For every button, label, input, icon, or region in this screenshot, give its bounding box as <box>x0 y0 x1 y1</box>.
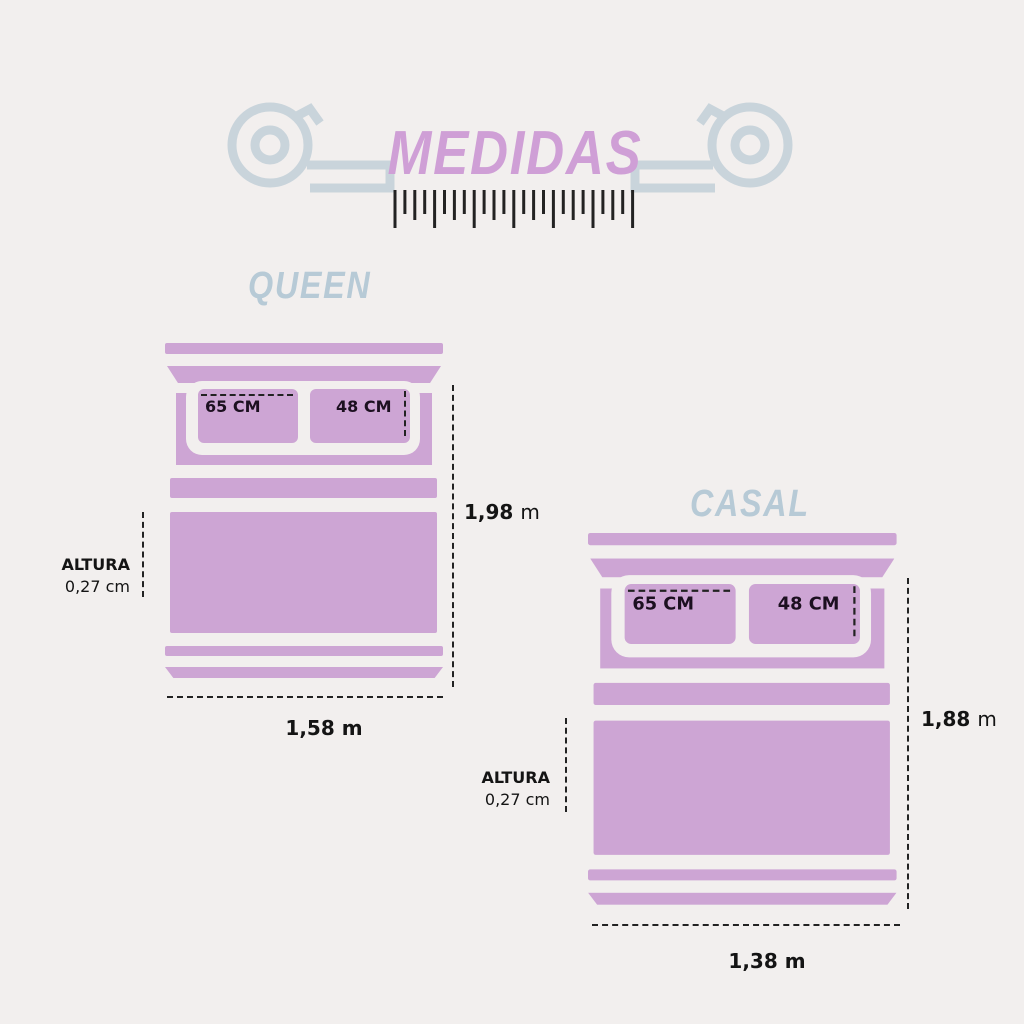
pillow-height-label: 48 CM <box>777 592 840 615</box>
casal-bed-diagram: 65 CM 48 CM <box>588 533 897 905</box>
footboard-trim <box>165 667 443 678</box>
bed-base-bar <box>170 478 437 498</box>
length-arrow <box>907 578 909 909</box>
pillow-left <box>198 389 298 443</box>
height-arrow <box>142 512 144 597</box>
footboard-bar <box>588 869 897 881</box>
pillow-height-arrow <box>853 586 856 637</box>
mattress <box>170 512 437 633</box>
length-label: 1,88 m <box>921 707 997 731</box>
height-arrow <box>565 718 567 812</box>
width-label: 1,38 m <box>728 949 806 973</box>
bed-title-queen: QUEEN <box>248 265 372 307</box>
pillow-width-label: 65 CM <box>205 397 261 416</box>
tape-measure-right-icon <box>630 102 793 193</box>
headboard-top-bar <box>588 533 897 546</box>
width-label: 1,58 m <box>285 716 363 740</box>
bed-title-casal: CASAL <box>690 483 810 525</box>
pillow-height-arrow <box>404 391 406 436</box>
pillow-left <box>624 584 736 644</box>
length-label: 1,98 m <box>464 500 540 524</box>
tape-measure-left-icon <box>227 102 395 193</box>
pillow-right <box>748 584 860 644</box>
length-arrow <box>452 385 454 687</box>
pillow-height-label: 48 CM <box>336 397 392 416</box>
tape-measure-header-graphic <box>227 102 793 228</box>
headboard-trim <box>590 558 895 578</box>
width-arrow <box>592 924 900 926</box>
queen-bed-diagram: 65 CM 48 CM <box>165 343 443 678</box>
pillow-width-arrow <box>627 589 731 592</box>
footboard-trim <box>588 892 897 905</box>
headboard-top-bar <box>165 343 443 354</box>
mattress <box>593 720 890 855</box>
headboard-trim <box>167 366 441 383</box>
page-title: MEDIDAS <box>387 119 643 188</box>
pillow-width-arrow <box>201 394 293 396</box>
bed-base-bar <box>593 682 890 706</box>
width-arrow <box>167 696 443 698</box>
pillow-right <box>310 389 410 443</box>
pillow-width-label: 65 CM <box>632 592 695 615</box>
footboard-bar <box>165 646 443 656</box>
ruler-icon <box>393 190 635 228</box>
